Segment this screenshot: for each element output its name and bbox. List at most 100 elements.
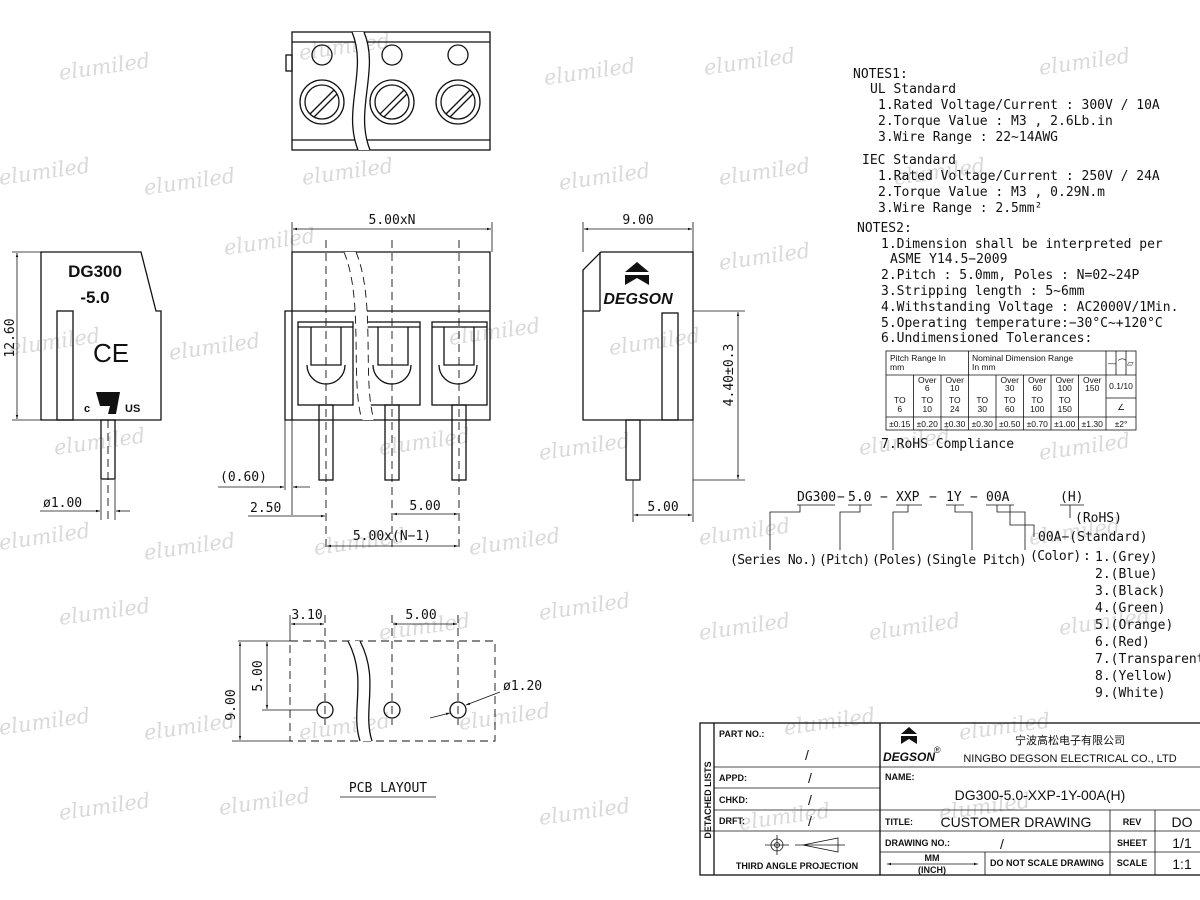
watermark-text: elumiled [0,703,92,740]
top-view [285,31,491,151]
degson-logo-icon [901,727,917,744]
company-name-en: NINGBO DEGSON ELECTRICAL CO., LTD [963,753,1176,765]
detached-lists-label: DETACHED LISTS [703,761,713,838]
tolerance-value: ±0.70 [1027,419,1048,429]
watermark-text: elumiled [697,608,791,645]
color-option: 8.(Yellow) [1095,669,1173,684]
watermark-text: elumiled [607,323,701,360]
tolerance-value: ±0.15 [889,419,910,429]
watermark-text: elumiled [697,513,791,550]
color-list: 1.(Grey)2.(Blue)3.(Black)4.(Green)5.(Ora… [1095,550,1200,701]
svg-text:c: c [84,403,90,415]
watermark-text: elumiled [142,528,236,565]
watermark-text: elumiled [1037,43,1131,80]
watermark-text: elumiled [542,53,636,90]
watermark-text: elumiled [537,428,631,465]
note-line: 6.Undimensioned Tolerances: [881,331,1092,346]
code-rohs: (H) [1060,490,1083,505]
svg-text:−: − [880,490,888,505]
watermark-text: elumiled [217,783,311,820]
hole-icon [449,701,467,719]
pcb-layout: 3.10 5.00 5.00 9.00 ø1.20 PCB LAYOUT [224,608,542,798]
span-dimension: 5.00x(N−1) [353,529,431,544]
watermark-text: elumiled [737,798,831,835]
note-line: 3.Stripping length : 5~6mm [881,284,1085,299]
part-no-label: PART NO.: [719,729,764,739]
screw-icon [369,79,415,125]
drawing-no-value: / [1000,836,1004,852]
code-poles: XXP [896,490,920,505]
note-line: 3.Wire Range : 22~14AWG [878,130,1058,145]
color-option: 2.(Blue) [1095,567,1158,582]
watermark-text: elumiled [717,238,811,275]
title-label: TITLE: [885,817,913,827]
part-code: DG300 − 5.0 − XXP − 1Y − 00A (H) (RoHS) … [730,490,1148,568]
iec-title: IEC Standard [862,153,956,168]
rev-value: DO [1172,814,1193,830]
watermark-text: elumiled [782,703,876,740]
svg-text:US: US [125,403,140,415]
watermark-text: elumiled [297,708,391,745]
color-option: 1.(Grey) [1095,550,1158,565]
watermark-text: elumiled [377,423,471,460]
color-option: 7.(Transparent) [1095,652,1200,667]
watermark-text: elumiled [7,323,101,360]
model-label: DG300 [68,262,122,281]
company-name-cn: 宁波高松电子有限公司 [1015,733,1125,747]
svg-text::: : [1083,549,1090,564]
sheet-value: 1/1 [1172,835,1192,851]
company-brand: DEGSON [883,750,935,764]
notes2-title: NOTES2: [857,221,912,236]
angle-value: ±2° [1115,419,1128,429]
watermark-text: elumiled [0,518,92,555]
terminal-cell [364,321,421,406]
offset-dimension: (0.60) [220,470,267,485]
appd-value: / [808,770,812,786]
scale-value: 1:1 [1172,856,1192,872]
pitch-dimension: 5.00 [409,499,440,514]
watermark-text: elumiled [557,158,651,195]
pitch-label: (Pitch) [819,553,870,568]
tolerance-value: ±0.30 [972,419,993,429]
hole-icon [383,701,401,719]
first-pin-dimension: 2.50 [250,501,281,516]
unit-inch: (INCH) [918,865,946,875]
note-line: 1.Rated Voltage/Current : 300V / 10A [878,98,1160,113]
watermark-text: elumiled [300,153,394,190]
code-color: 00A [986,490,1010,505]
sheet-label: SHEET [1117,838,1148,848]
notes1-title: NOTES1: [853,67,908,82]
note-line: ASME Y14.5−2009 [890,252,1007,267]
notes: NOTES1: UL Standard 1.Rated Voltage/Curr… [853,67,1178,452]
watermark-text: elumiled [57,788,151,825]
appd-label: APPD: [719,773,747,783]
pcb-layout-title: PCB LAYOUT [349,781,427,796]
edge-dimension: 3.10 [291,608,322,623]
name-label: NAME: [885,772,915,782]
angle-icon: ∠ [1117,402,1125,412]
svg-text:−: − [929,490,937,505]
depth-dimension: 9.00 [622,213,653,228]
rohs-label: (RoHS) [1075,511,1122,526]
color-option: 9.(White) [1095,686,1165,701]
brand-label: DEGSON [603,291,673,308]
note-line: 2.Torque Value : M3 , 2.6Lb.in [878,114,1113,129]
watermark-text: elumiled [537,588,631,625]
watermark-text: elumiled [717,153,811,190]
part-no-value: / [805,747,809,763]
tolerance-value: ±0.30 [944,419,965,429]
width-dimension: 5.00xN [369,213,416,228]
watermark-text: elumiled [57,48,151,85]
watermark-text: elumiled [702,43,796,80]
svg-text:−: − [970,490,978,505]
watermark-text: elumiled [142,163,236,200]
drawing-name: DG300-5.0-XXP-1Y-00A(H) [955,787,1126,803]
third-angle-projection-icon [765,835,845,855]
watermark-text: elumiled [1037,428,1131,465]
pin-diameter-dimension: ø1.00 [43,496,82,511]
